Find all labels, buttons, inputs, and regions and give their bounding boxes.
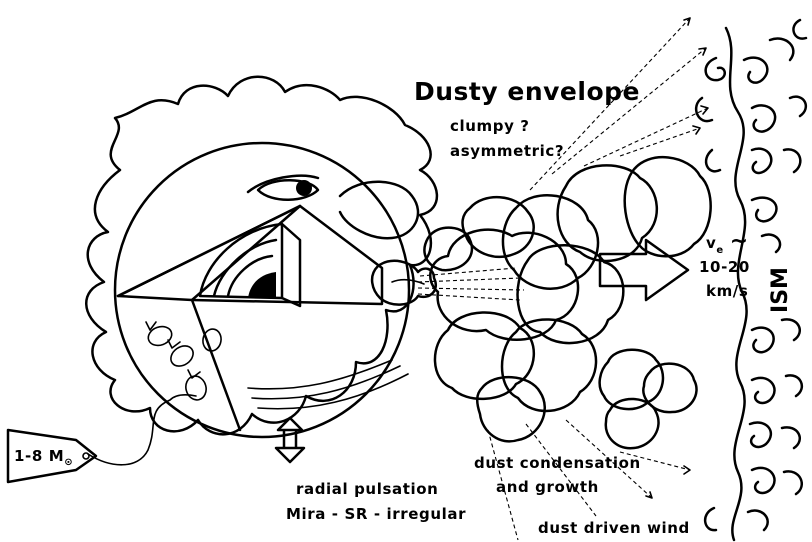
pulsation-label-line2: Mira - SR - irregular: [286, 505, 466, 523]
core-shell-right: [282, 224, 300, 306]
radial-arrowhead-3: [701, 106, 708, 114]
dust-cloud-darker-topright: [625, 157, 711, 256]
dust-cloud-light-upper: [463, 197, 534, 257]
dust-clouds: [424, 157, 710, 448]
velocity-label: ve ~: [706, 229, 749, 256]
convection-loops: [146, 322, 223, 402]
interior-bottom-face: [192, 300, 240, 430]
radial-arrowhead-2: [699, 48, 706, 55]
eye-pupil: [296, 180, 312, 196]
velocity-tilde: ~: [730, 229, 749, 254]
dusty-envelope-title: Dusty envelope: [414, 77, 640, 106]
convection-loop-3: [183, 374, 209, 402]
mass-tag-hole: [83, 453, 89, 459]
ism-label: ISM: [768, 267, 793, 313]
mass-tag-text: 1-8 M: [14, 447, 64, 465]
wind-label: dust driven wind: [538, 519, 690, 537]
radial-arrow-3: [584, 108, 708, 166]
dust-cloud-mid-lower: [502, 319, 596, 411]
ism-band: ISM: [696, 20, 806, 540]
nose: [340, 182, 418, 238]
radial-arrow-2: [552, 48, 706, 174]
asymmetric-label: asymmetric?: [450, 142, 564, 160]
mass-tag-label: 1-8 M⊙: [14, 447, 73, 468]
clumpy-label: clumpy ?: [450, 117, 530, 135]
mass-tag-sub: ⊙: [64, 457, 73, 468]
interior-wedge: [118, 206, 382, 304]
condensation-label-line1: dust condensation: [474, 454, 641, 472]
star-flame-outline: [86, 77, 437, 435]
radial-arrowhead-5: [684, 466, 690, 474]
radial-arrow-4: [620, 128, 700, 156]
convection-arrow-2: [168, 340, 180, 348]
velocity-range: 10-20: [699, 258, 750, 276]
core-center: [248, 272, 276, 298]
condensation-label-line2: and growth: [496, 478, 599, 496]
velocity-unit: km/s: [706, 282, 748, 300]
dust-cloud-mid-upper: [503, 195, 598, 288]
pulsation-label-line1: radial pulsation: [296, 480, 438, 498]
velocity-sub: e: [716, 245, 723, 256]
dust-cloud-darkest-lower-c: [643, 364, 696, 413]
pulsation-double-arrow: [276, 418, 304, 462]
velocity-symbol: v: [706, 234, 716, 252]
